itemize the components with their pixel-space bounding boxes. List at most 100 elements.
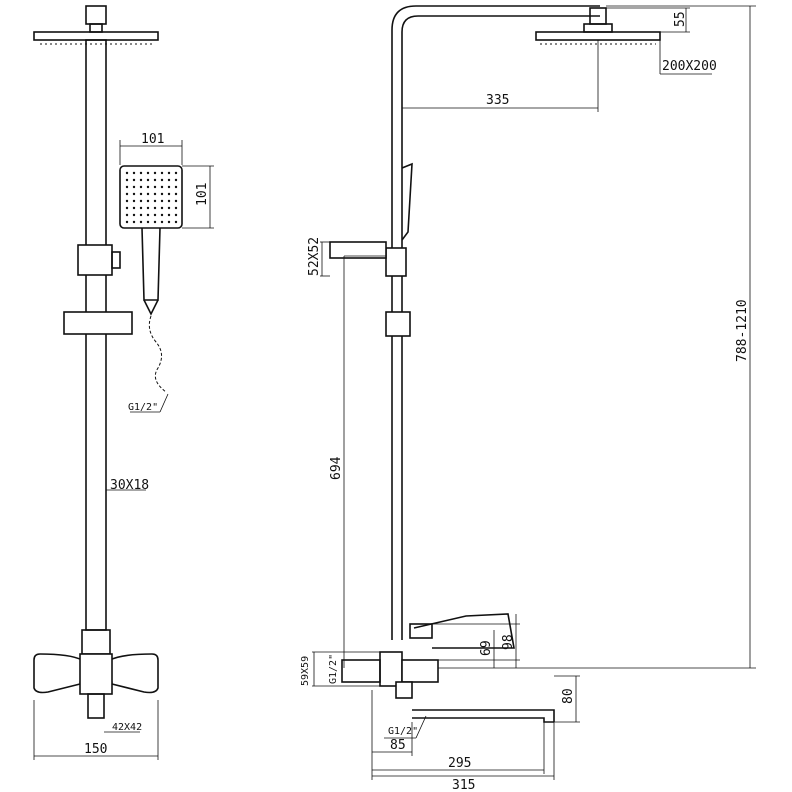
nozzle-dot (153, 178, 157, 182)
nozzle-dot (167, 220, 171, 224)
nozzle-dot (125, 213, 129, 217)
nozzle-dot (146, 220, 150, 224)
slide-height-label: 694 (329, 456, 344, 480)
nozzle-dot (139, 178, 143, 182)
nozzle-dot (139, 206, 143, 210)
nozzle-dot (153, 199, 157, 203)
nozzle-dot (146, 185, 150, 189)
mixer-right-wing (109, 653, 159, 694)
mixer-center-body (79, 653, 113, 695)
nozzle-dot (153, 206, 157, 210)
hose (148, 315, 167, 393)
nozzle-dot (174, 171, 178, 175)
rail-bracket-front (63, 311, 133, 335)
body-size-label: 42X42 (112, 722, 142, 733)
hand-shower-face (119, 165, 183, 229)
nozzle-dot (146, 213, 150, 217)
nozzle-dot (139, 185, 143, 189)
hose-thread-arrow (159, 393, 169, 413)
lever-base (409, 623, 433, 639)
nozzle-dot (160, 178, 164, 182)
mixer-width-label: 150 (84, 742, 107, 757)
nozzle-dot (132, 213, 136, 217)
nozzle-dot (160, 213, 164, 217)
hand-shower-handle (141, 227, 161, 301)
front-view: 30X18 42X42 150 (33, 5, 159, 760)
nozzle-dot (174, 192, 178, 196)
lever98-label: 98 (501, 634, 516, 650)
nozzle-dot (174, 178, 178, 182)
nozzle-dot (167, 206, 171, 210)
nozzle-dot (132, 185, 136, 189)
nozzle-dot (139, 213, 143, 217)
nozzle-dot (153, 192, 157, 196)
spout-bottom (412, 717, 554, 723)
nozzle-dot (132, 171, 136, 175)
nozzle-dot (125, 178, 129, 182)
nozzle-dot (167, 178, 171, 182)
nozzle-dot (167, 199, 171, 203)
bracket-side (385, 311, 411, 337)
rail-section-label: 30X18 (110, 478, 149, 493)
nozzle-dot (153, 213, 157, 217)
nozzle-dot (174, 213, 178, 217)
hand-shower-nozzles (125, 171, 178, 224)
handshower-side (401, 162, 413, 241)
nozzle-dot (160, 199, 164, 203)
nozzle-dot (146, 206, 150, 210)
nozzle-dot (174, 206, 178, 210)
nozzle-dot (139, 199, 143, 203)
nozzle-dot (160, 206, 164, 210)
spout315-label: 315 (452, 778, 475, 792)
mixer-lever (413, 613, 515, 649)
mixer-thread-label: G1/2" (328, 654, 339, 684)
nozzle-dot (139, 220, 143, 224)
hand-shower-view: 101 101 G1/2" (119, 132, 214, 413)
shower-head-front (33, 31, 159, 41)
nozzle-dot (132, 178, 136, 182)
holder-size-label: 52X52 (307, 237, 322, 276)
head-drop-label: 55 (673, 11, 688, 27)
overhead-arm-outer (391, 5, 600, 640)
spout80-label: 80 (561, 688, 576, 704)
inlet-pipe (341, 659, 381, 683)
nozzle-dot (153, 185, 157, 189)
nozzle-dot (132, 220, 136, 224)
nozzle-dot (174, 199, 178, 203)
nozzle-dot (146, 178, 150, 182)
mixer-left-wing (33, 653, 83, 694)
total-height-label: 788-1210 (735, 299, 750, 362)
head-swivel (89, 23, 103, 33)
nozzle-dot (167, 213, 171, 217)
nozzle-dot (125, 192, 129, 196)
flange-size-label: 59X59 (300, 656, 311, 686)
nozzle-dot (153, 220, 157, 224)
nozzle-dot (125, 206, 129, 210)
slide-holder-front (77, 244, 113, 276)
holder-knob (111, 251, 121, 269)
nozzle-dot (125, 171, 129, 175)
spout-front (87, 693, 105, 719)
nozzle-dot (174, 185, 178, 189)
arm-length-label: 335 (486, 93, 509, 108)
nozzle-dot (153, 171, 157, 175)
body-connector (81, 629, 111, 655)
nozzle-dot (160, 185, 164, 189)
holder-arm-side (329, 241, 387, 259)
nozzle-dot (125, 199, 129, 203)
overhead-arm-inner (401, 15, 600, 640)
head-size-label: 200X200 (662, 59, 717, 74)
handle-tip (143, 299, 159, 316)
nozzle-dot (139, 192, 143, 196)
mixer-flange-side (379, 651, 403, 687)
nozzle-dot (139, 171, 143, 175)
spout85-label: 85 (390, 738, 406, 753)
nozzle-dot (160, 192, 164, 196)
nozzle-dot (132, 192, 136, 196)
spout295-label: 295 (448, 756, 471, 771)
nozzle-dot (125, 185, 129, 189)
rail-front (85, 39, 107, 631)
nozzle-dot (174, 220, 178, 224)
